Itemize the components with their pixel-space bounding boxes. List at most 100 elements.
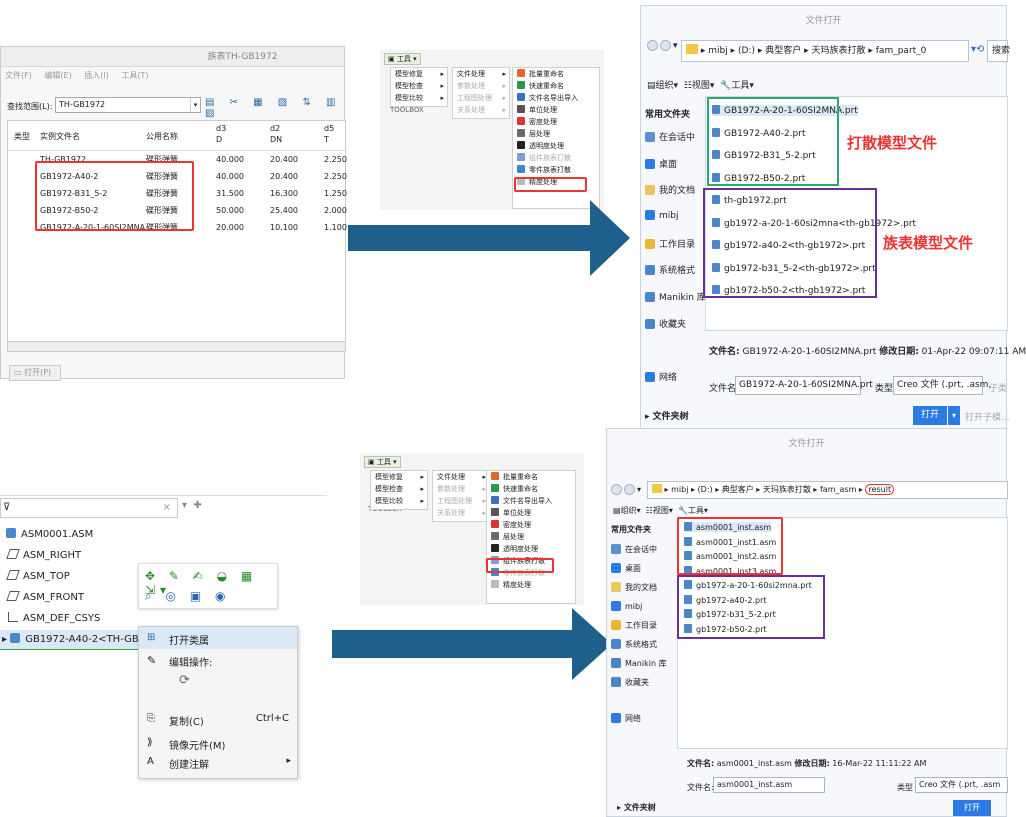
menu-item[interactable]: 快速重命名 [513, 80, 599, 92]
menu-edit[interactable]: 编辑(E) [44, 71, 72, 80]
view-button[interactable]: ☷视图▾ [645, 506, 673, 515]
mini-toolbar-row2[interactable]: ⌕ ◎ ▣ ◉ [145, 589, 231, 603]
menu-item[interactable]: 密度处理 [513, 116, 599, 128]
open-button[interactable]: 打开 [953, 800, 991, 816]
type-select[interactable]: Creo 文件 (.prt, .asm [915, 777, 1008, 793]
sidebar-item-workdir[interactable]: 工作目录 [645, 237, 695, 250]
open-button[interactable]: ▭ 打开(P) [9, 365, 61, 381]
file-item[interactable]: asm0001_inst.asm [684, 522, 772, 532]
file-item[interactable]: gb1972-a40-2.prt [684, 594, 767, 605]
sidebar-item-documents[interactable]: 我的文档 [645, 183, 695, 196]
file-item[interactable]: asm0001_inst2.asm [684, 551, 776, 561]
menu-item[interactable]: 单位处理 [487, 507, 575, 519]
menu-item[interactable]: 工程图处理 ▸ [457, 94, 506, 102]
search-input[interactable]: 搜索 [987, 40, 1010, 62]
nav-buttons[interactable]: ▾ [611, 484, 641, 495]
menu-item[interactable]: 零件族表打散 [513, 164, 599, 176]
menu-item[interactable]: 批量重命名 [487, 471, 575, 483]
menu-item[interactable]: 密度处理 [487, 519, 575, 531]
menu-item[interactable]: 精度处理 [487, 579, 575, 591]
menu-copy[interactable]: 复制(C) [169, 717, 204, 728]
view-button[interactable]: ☷视图▾ [683, 81, 715, 91]
menu-item[interactable]: 层处理 [513, 128, 599, 140]
file-item[interactable]: gb1972-a-20-1-60si2mna.prt [684, 580, 812, 590]
organize-button[interactable]: ▤组织▾ [647, 81, 679, 91]
menu-item[interactable]: 文件处理 ▸ [457, 70, 506, 78]
tools-button[interactable]: ▣ 工具 ▾ [364, 456, 401, 468]
mini-toolbar-row1[interactable]: ✥ ✎ ✍ ◒ ▦ ⇲▾ [145, 569, 258, 597]
back-icon[interactable] [611, 484, 622, 495]
clear-icon[interactable]: × [162, 502, 171, 513]
menu-open-generic[interactable]: 打开类属 [169, 636, 209, 647]
refresh-icon[interactable]: ▾⟲ [971, 44, 985, 55]
tree-item-top[interactable]: ASM_TOP [6, 570, 70, 582]
sidebar-item-mibj[interactable]: mibj [611, 601, 642, 611]
sidebar-item-favorites[interactable]: 收藏夹 [611, 677, 649, 688]
tree-item-asm[interactable]: ASM0001.ASM [6, 528, 93, 540]
menu-mirror[interactable]: 镜像元件(M) [169, 741, 226, 752]
tree-search-input[interactable]: ⊽× [0, 498, 178, 518]
forward-icon[interactable] [624, 484, 635, 495]
edit-op-icon[interactable]: ⟳ [179, 673, 190, 688]
sidebar-item-workdir[interactable]: 工作目录 [611, 620, 657, 631]
menu-item[interactable]: 模型比较 ▸ [375, 497, 424, 505]
menu-item[interactable]: 工程图处理 ▸ [437, 497, 486, 505]
file-item[interactable]: GB1972-A-20-1-60SI2MNA.prt [712, 105, 858, 116]
menu-item[interactable]: 模型修复 ▸ [375, 473, 424, 481]
scope-select[interactable]: TH-GB1972▾ [55, 97, 201, 113]
menu-insert[interactable]: 插入(I) [84, 71, 109, 80]
filename-input[interactable]: asm0001_inst.asm [713, 777, 825, 793]
tree-item-right[interactable]: ASM_RIGHT [6, 549, 81, 561]
table-toolbar[interactable]: ▤ ✂ ▦ ▧ ⇅ ▥ ▨ [205, 97, 342, 119]
file-item[interactable]: gb1972-b50-2.prt [684, 623, 767, 634]
file-item[interactable]: GB1972-B31_5-2.prt [712, 150, 816, 161]
menu-item[interactable]: 透明度处理 [487, 543, 575, 555]
menu-item[interactable]: 参数处理 ▸ [457, 82, 506, 90]
organize-button[interactable]: ▤组织▾ [613, 506, 641, 515]
sidebar-item-sysformat[interactable]: 系统格式 [611, 639, 657, 650]
menu-item[interactable]: 组件族表打散 [487, 555, 575, 567]
file-item[interactable]: gb1972-b31_5-2<th-gb1972>.prt [712, 262, 876, 274]
menu-item[interactable]: 精度处理 [513, 176, 599, 188]
menu-file[interactable]: 文件(F) [5, 71, 32, 80]
sidebar-item-sysformat[interactable]: 系统格式 [645, 263, 695, 276]
tools-button[interactable]: 🔧工具▾ [720, 81, 754, 91]
menu-item[interactable]: 模型修复 ▸ [395, 70, 444, 78]
sidebar-item-mibj[interactable]: mibj [645, 210, 678, 221]
menu-item[interactable]: 单位处理 [513, 104, 599, 116]
menu-item[interactable]: 批量重命名 [513, 68, 599, 80]
sidebar-item-manikin[interactable]: Manikin 库 [645, 290, 706, 303]
tree-options[interactable]: ▾ ✚ [182, 500, 202, 511]
menu-item[interactable]: 关系处理 ▸ [437, 509, 486, 517]
tools-button[interactable]: ▣ 工具 ▾ [384, 53, 421, 65]
forward-icon[interactable] [660, 40, 671, 51]
open-sub-button[interactable]: 打开子模... [965, 413, 1010, 423]
address-bar[interactable]: ▸ mibj ▸ (D:) ▸ 典型客户 ▸ 天玛族表打散 ▸ fam_asm … [647, 481, 1008, 499]
address-bar[interactable]: ▸ mibj ▸ (D:) ▸ 典型客户 ▸ 天玛族表打散 ▸ fam_part… [681, 40, 969, 62]
file-item[interactable]: asm0001_inst3.asm [684, 565, 776, 576]
menu-item[interactable]: 参数处理 ▸ [437, 485, 486, 493]
sidebar-item-manikin[interactable]: Manikin 库 [611, 658, 667, 669]
menu-item[interactable]: 文件处理 ▸ [437, 473, 486, 481]
horizontal-scrollbar[interactable] [8, 341, 345, 351]
menu-item[interactable]: 快速重命名 [487, 483, 575, 495]
tree-item-csys[interactable]: ASM_DEF_CSYS [8, 612, 100, 624]
menu-item[interactable]: 模型检查 ▸ [395, 82, 444, 90]
file-item[interactable]: gb1972-a40-2<th-gb1972>.prt [712, 240, 865, 251]
sidebar-item-desktop[interactable]: 桌面 [611, 563, 641, 574]
folder-tree-toggle[interactable]: ▸ 文件夹树 [617, 803, 656, 812]
menu-item[interactable]: 模型检查 ▸ [375, 485, 424, 493]
menu-item[interactable]: 模型比较 ▸ [395, 94, 444, 102]
open-dropdown[interactable]: ▾ [948, 406, 960, 425]
sidebar-item-session[interactable]: 在会话中 [611, 544, 657, 555]
tools-button[interactable]: 🔧工具▾ [677, 506, 708, 515]
file-item[interactable]: gb1972-b50-2<th-gb1972>.prt [712, 285, 865, 296]
type-select[interactable]: Creo 文件 (.prt, .asm, [893, 376, 991, 395]
menu-item[interactable]: 透明度处理 [513, 140, 599, 152]
menu-item[interactable]: 文件名导出导入 [487, 495, 575, 507]
menu-item[interactable]: 关系处理 ▸ [457, 106, 506, 114]
menu-item[interactable]: 组件族表打散 [513, 152, 599, 164]
